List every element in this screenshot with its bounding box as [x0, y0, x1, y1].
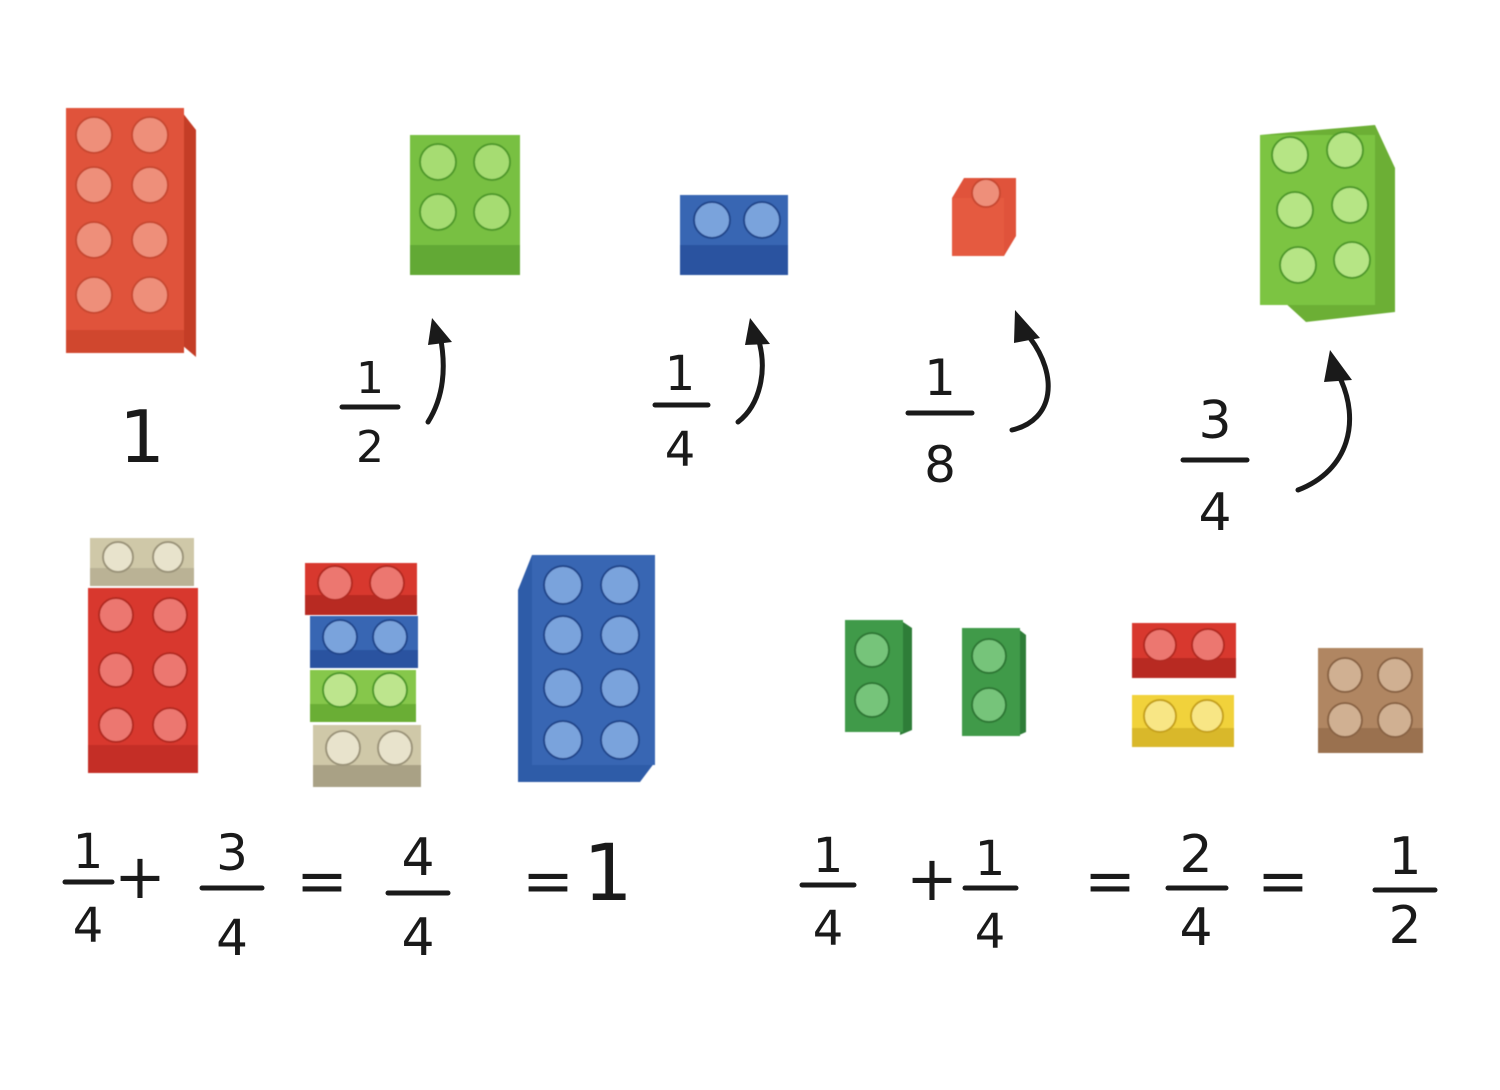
fraction-left-b: 3 4	[199, 824, 265, 967]
arrow-to-half-icon	[425, 318, 452, 425]
fraction-numerator: 1	[813, 828, 844, 884]
brick-eighth-red-1x1	[952, 178, 1016, 256]
fraction-numerator: 2	[1179, 825, 1212, 885]
equals-sign-2: =	[522, 844, 574, 917]
brick-green-1x2-vertical-a	[845, 620, 912, 735]
fraction-denominator: 4	[813, 901, 844, 957]
fraction-right-a: 1 4	[799, 828, 857, 957]
brick-blue-2x4	[518, 555, 655, 782]
fraction-numerator: 1	[975, 831, 1006, 887]
fraction-denominator: 4	[975, 904, 1006, 960]
fraction-numerator: 1	[356, 353, 384, 404]
fraction-numerator: 3	[1198, 391, 1231, 451]
fraction-numerator: 3	[216, 824, 248, 882]
fraction-numerator: 1	[665, 346, 696, 402]
brick-red-2x3	[88, 588, 198, 773]
fraction-numerator: 1	[73, 824, 104, 880]
fraction-right-c: 2 4	[1165, 825, 1229, 958]
brick-beige-1x2-top	[90, 538, 194, 586]
plus-sign: +	[114, 840, 166, 913]
equation-right: 1 4 + 1 4 = 2 4 = 1 2	[799, 825, 1438, 960]
fraction-one-quarter: 1 4	[652, 346, 711, 478]
fraction-denominator: 4	[665, 422, 696, 478]
fraction-numerator: 4	[401, 828, 434, 888]
equals-sign-2: =	[1257, 844, 1309, 917]
fraction-denominator: 4	[1198, 483, 1231, 543]
fraction-denominator: 2	[1388, 896, 1421, 956]
brick-whole-red-2x4	[66, 108, 196, 357]
brick-three-quarters-green-2x3	[1260, 125, 1395, 322]
fraction-one-eighth: 1 8	[905, 349, 975, 494]
brick-half-green-2x2	[410, 135, 520, 275]
fraction-left-a: 1 4	[62, 824, 115, 954]
equals-sign: =	[296, 844, 348, 917]
fraction-denominator: 4	[216, 909, 248, 967]
brick-yellow-1x2-small	[1132, 695, 1234, 747]
fraction-denominator: 2	[356, 422, 384, 473]
equals-sign: =	[1084, 844, 1136, 917]
fraction-left-c: 4 4	[385, 828, 451, 968]
fraction-numerator: 1	[1388, 827, 1421, 887]
brick-stack-mixed	[305, 563, 421, 787]
plus-sign: +	[906, 842, 958, 915]
arrow-to-quarter-icon	[735, 318, 770, 425]
fraction-denominator: 8	[924, 436, 956, 494]
fraction-one-half: 1 2	[339, 353, 401, 473]
fraction-right-b: 1 4	[962, 831, 1019, 960]
fraction-denominator: 4	[401, 908, 434, 968]
equation-left: 1 4 + 3 4 = 4 4 = 1	[62, 824, 633, 968]
fraction-right-d: 1 2	[1372, 827, 1438, 956]
label-whole: 1	[119, 395, 165, 479]
arrow-to-three-quarters-icon	[1295, 350, 1353, 493]
brick-red-1x2-small	[1132, 623, 1236, 678]
fraction-numerator: 1	[924, 349, 956, 407]
brick-quarter-blue-1x2	[680, 195, 788, 275]
result-one: 1	[583, 829, 633, 919]
brick-brown-2x2	[1318, 648, 1423, 753]
arrow-to-eighth-icon	[1009, 310, 1051, 433]
fraction-three-quarters: 3 4	[1180, 391, 1250, 543]
fraction-denominator: 4	[1179, 898, 1212, 958]
fraction-denominator: 4	[73, 898, 104, 954]
brick-green-1x2-vertical-b	[962, 628, 1026, 736]
